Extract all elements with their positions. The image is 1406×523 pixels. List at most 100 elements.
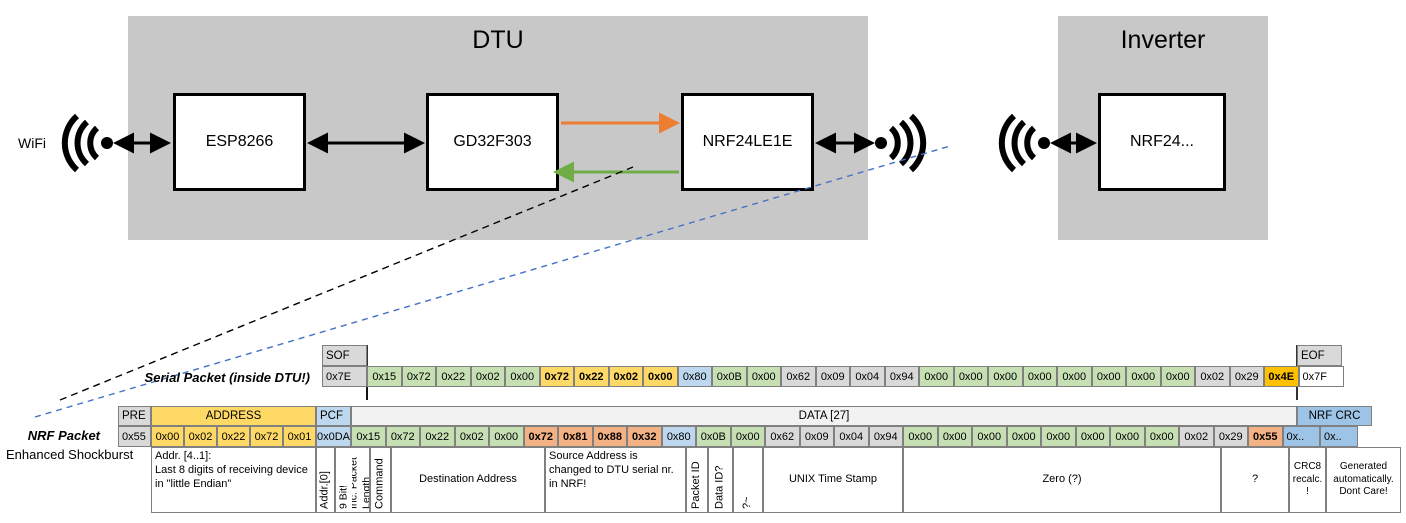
nrf-address-cell: 0x22 [217,426,250,447]
nrf-pre-value: 0x55 [118,426,151,447]
serial-byte-cell: 0x02 [470,366,505,387]
ann-generated: Generated automatically. Dont Care! [1326,447,1401,513]
chip-gd32f303-label: GD32F303 [453,133,532,150]
nrf-byte-cell: 0x72 [523,426,558,447]
serial-byte-cell: 0x00 [1022,366,1057,387]
nrf-address-cell: 0x00 [151,426,184,447]
nrf-byte-cell: 0x00 [1144,426,1179,447]
ann-tilde: ?~ [733,447,763,513]
nrf-byte-cell: 0x72 [385,426,420,447]
nrf-byte-cell: 0x88 [592,426,627,447]
serial-byte-cell: 0x00 [988,366,1023,387]
nrf-packet-group-row: PRE ADDRESS PCF DATA [27] NRF CRC [118,406,1372,426]
serial-byte-cell: 0x04 [850,366,885,387]
serial-byte-cell: 0x00 [953,366,988,387]
nrf-byte-cell: 0x94 [868,426,903,447]
nrf-byte-cell: 0x02 [1179,426,1214,447]
serial-byte-cell: 0x80 [677,366,712,387]
serial-sof-value: 0x7E [322,366,367,387]
nrf-byte-cell: 0x09 [799,426,834,447]
serial-header-spacer [367,345,1297,366]
nrf-packet-label: NRF Packet [27,428,100,443]
ann-address: Addr. [4..1]: Last 8 digits of receiving… [151,447,316,513]
serial-byte-cell: 0x02 [608,366,643,387]
ann-pcf-line1: 9 Bit! [337,485,350,509]
serial-byte-cell: 0x22 [574,366,609,387]
serial-byte-cell: 0x00 [1057,366,1092,387]
serial-byte-cell: 0x00 [643,366,678,387]
serial-byte-cell: 0x29 [1229,366,1264,387]
ann-question: ? [1221,447,1289,513]
nrf-crc-cell: 0x.. [1320,426,1358,447]
serial-byte-cell: 0x0B [712,366,747,387]
nrf-byte-cell: 0x00 [937,426,972,447]
nrf-group-data: DATA [27] [351,406,1297,426]
serial-byte-cell: 0x02 [1195,366,1230,387]
nrf-group-pre: PRE [118,406,151,426]
nrf-byte-cell: 0x81 [558,426,593,447]
serial-byte-cell: 0x15 [367,366,402,387]
nrf-byte-cell: 0x22 [420,426,455,447]
chip-nrf24le1e: NRF24LE1E [681,93,814,191]
nrf-byte-cell: 0x00 [1041,426,1076,447]
nrf-address-cell: 0x72 [250,426,283,447]
nrf-byte-cell: 0x02 [454,426,489,447]
nrf-group-crc: NRF CRC [1297,406,1372,426]
nrf-byte-cell: 0x80 [661,426,696,447]
ann-addr0: Addr.[0] [316,447,335,513]
ann-destination: Destination Address [391,447,545,513]
nrf-byte-cell: 0x00 [489,426,524,447]
serial-eof-header: EOF [1297,345,1342,366]
chip-gd32f303: GD32F303 [426,93,559,191]
serial-byte-cell: 0x00 [919,366,954,387]
serial-byte-cell: 0x62 [781,366,816,387]
nrf-pcf-value: 0x0DA [316,426,351,447]
nrf-byte-cell: 0x32 [627,426,662,447]
nrf-group-pcf: PCF [316,406,351,426]
nrf-crc-cells: 0x..0x.. [1282,426,1358,447]
nrf-byte-cell: 0x00 [972,426,1007,447]
nrf-byte-cell: 0x00 [1110,426,1145,447]
ann-data-id: Data ID? [708,447,733,513]
chip-nrf24: NRF24... [1098,93,1226,191]
ann-crc8: CRC8 recalc. ! [1289,447,1326,513]
nrf-byte-cell: 0x00 [903,426,938,447]
chip-esp8266: ESP8266 [173,93,306,191]
nrf-byte-cell: 0x00 [1006,426,1041,447]
serial-byte-cell: 0x72 [539,366,574,387]
nrf-byte-cell: 0x62 [765,426,800,447]
enhanced-shockburst-label: Enhanced Shockburst [6,447,134,462]
ann-zero: Zero (?) [903,447,1221,513]
nrf-crc-cell: 0x.. [1282,426,1320,447]
serial-packet-label: Serial Packet (inside DTU!) [144,370,310,385]
inverter-title: Inverter [1120,26,1206,54]
ann-pre-spacer [118,447,151,513]
nrf-byte-cell: 0x04 [834,426,869,447]
chip-nrf24le1e-label: NRF24LE1E [702,133,793,150]
ann-unix: UNIX Time Stamp [763,447,903,513]
serial-byte-cell: 0x00 [1160,366,1195,387]
serial-byte-cell: 0x4E [1264,366,1299,387]
nrf-byte-cell: 0x00 [1075,426,1110,447]
ann-pcf: 9 Bit! Inc. Packet Length [335,447,370,513]
nrf-byte-cell: 0x0B [696,426,731,447]
nrf-byte-cell: 0x00 [730,426,765,447]
ann-command: Command [370,447,391,513]
serial-packet-header-row: SOF EOF [322,345,1342,366]
dtu-title: DTU [472,26,524,54]
ann-source: Source Address is changed to DTU serial … [545,447,686,513]
serial-byte-cell: 0x00 [1126,366,1161,387]
serial-byte-cell: 0x00 [505,366,540,387]
nrf-byte-cell: 0x55 [1248,426,1283,447]
nrf-address-cell: 0x02 [184,426,217,447]
serial-byte-cell: 0x00 [746,366,781,387]
nrf-byte-cell: 0x29 [1213,426,1248,447]
serial-eof-value: 0x7F [1298,366,1344,387]
architecture-diagram: DTU Inverter ESP8266 GD32F303 NRF24LE1E … [18,16,1268,240]
wifi-label: WiFi [18,135,46,151]
